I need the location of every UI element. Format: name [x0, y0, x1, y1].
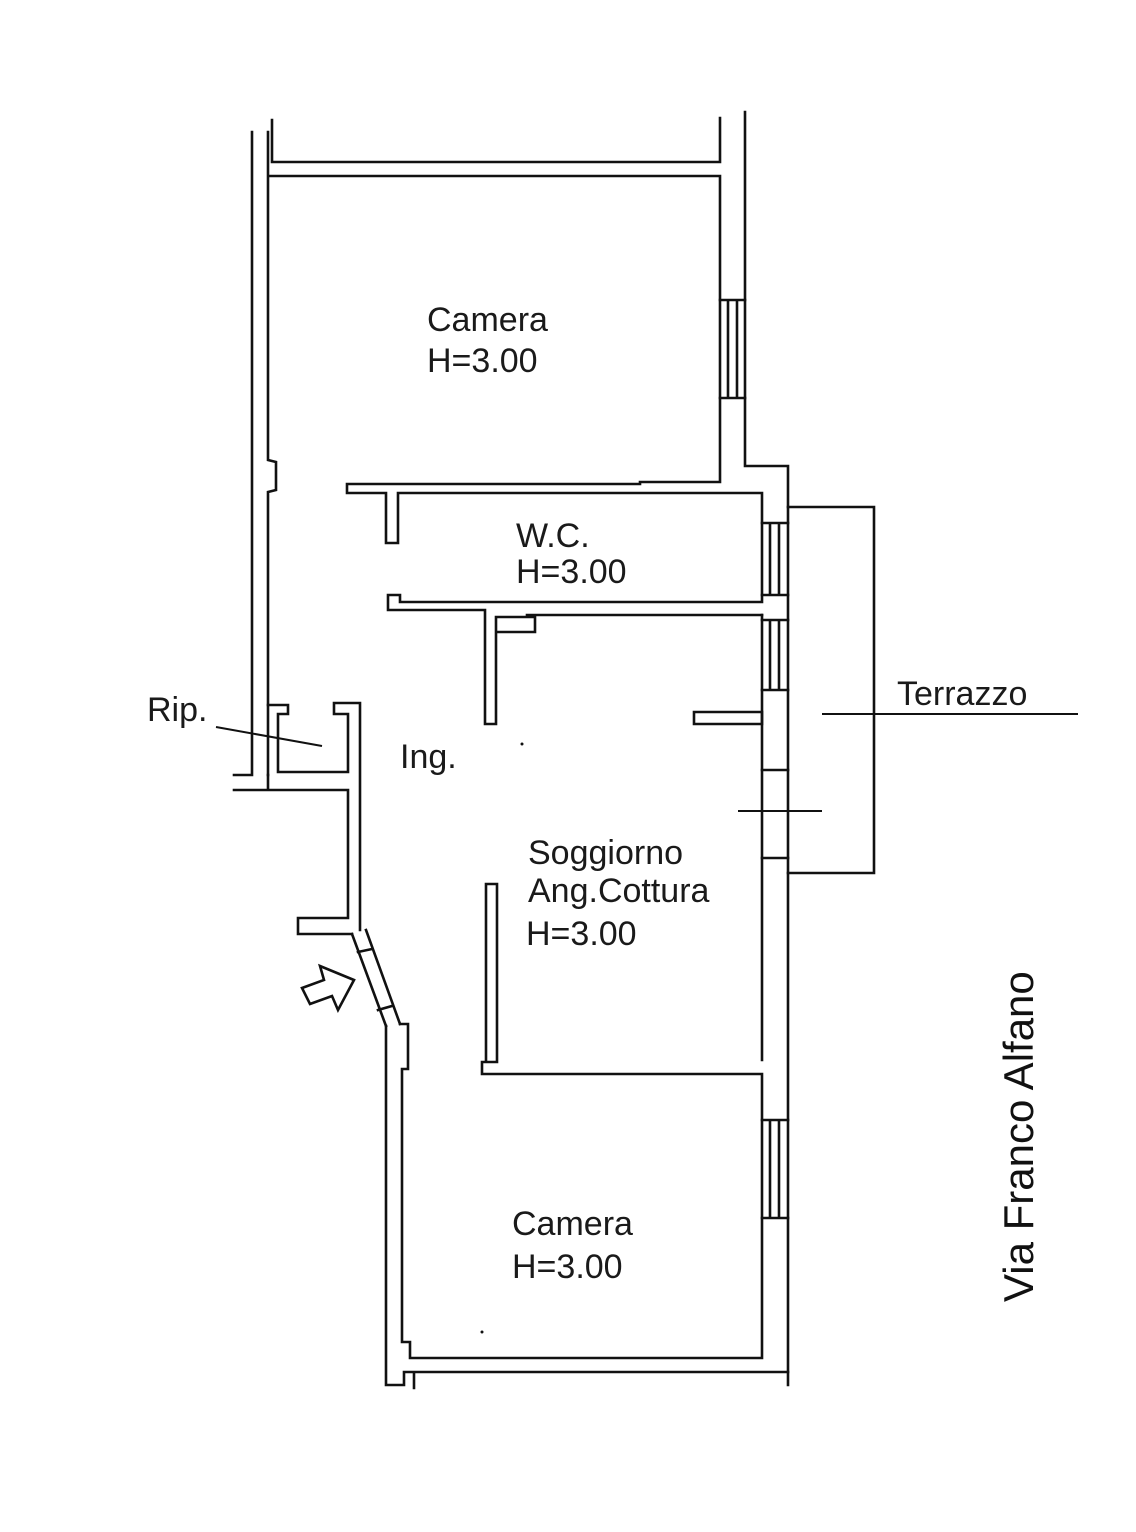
camera-top-walls — [268, 174, 722, 484]
window-camera-bottom — [760, 1118, 790, 1220]
ripostiglio-walls — [266, 701, 362, 932]
ripostiglio-label: Rip. — [147, 691, 207, 729]
camera-top-height: H=3.00 — [427, 342, 538, 380]
camera-bottom-name: Camera — [512, 1205, 633, 1243]
entrance-walls — [232, 788, 354, 936]
north-wall — [270, 110, 790, 1387]
wc-name: W.C. — [516, 517, 590, 555]
plan-dot-2 — [480, 1330, 484, 1334]
entrance-door — [350, 928, 402, 1028]
wc-height: H=3.00 — [516, 553, 627, 591]
camera-top-name: Camera — [427, 301, 548, 339]
soggiorno-stub — [692, 710, 764, 726]
soggiorno-height: H=3.00 — [526, 915, 637, 953]
entrance-arrow-icon — [300, 963, 356, 1014]
street-label: Via Franco Alfano — [995, 971, 1042, 1302]
entrance-lower-walls — [384, 882, 790, 1390]
terrazzo-outline — [786, 505, 876, 875]
wc-walls — [345, 482, 764, 726]
ingresso-label: Ing. — [400, 738, 457, 776]
window-camera-top — [718, 298, 747, 400]
window-wc — [760, 521, 790, 597]
window-soggiorno-2 — [760, 768, 790, 860]
soggiorno-sub: Ang.Cottura — [528, 872, 710, 910]
window-soggiorno-1 — [760, 618, 790, 692]
terrazzo-label: Terrazzo — [897, 675, 1027, 713]
plan-dot — [520, 742, 524, 746]
west-wall — [232, 130, 278, 777]
soggiorno-name: Soggiorno — [528, 834, 683, 872]
ripostiglio-leader — [215, 726, 323, 747]
camera-bottom-height: H=3.00 — [512, 1248, 623, 1286]
